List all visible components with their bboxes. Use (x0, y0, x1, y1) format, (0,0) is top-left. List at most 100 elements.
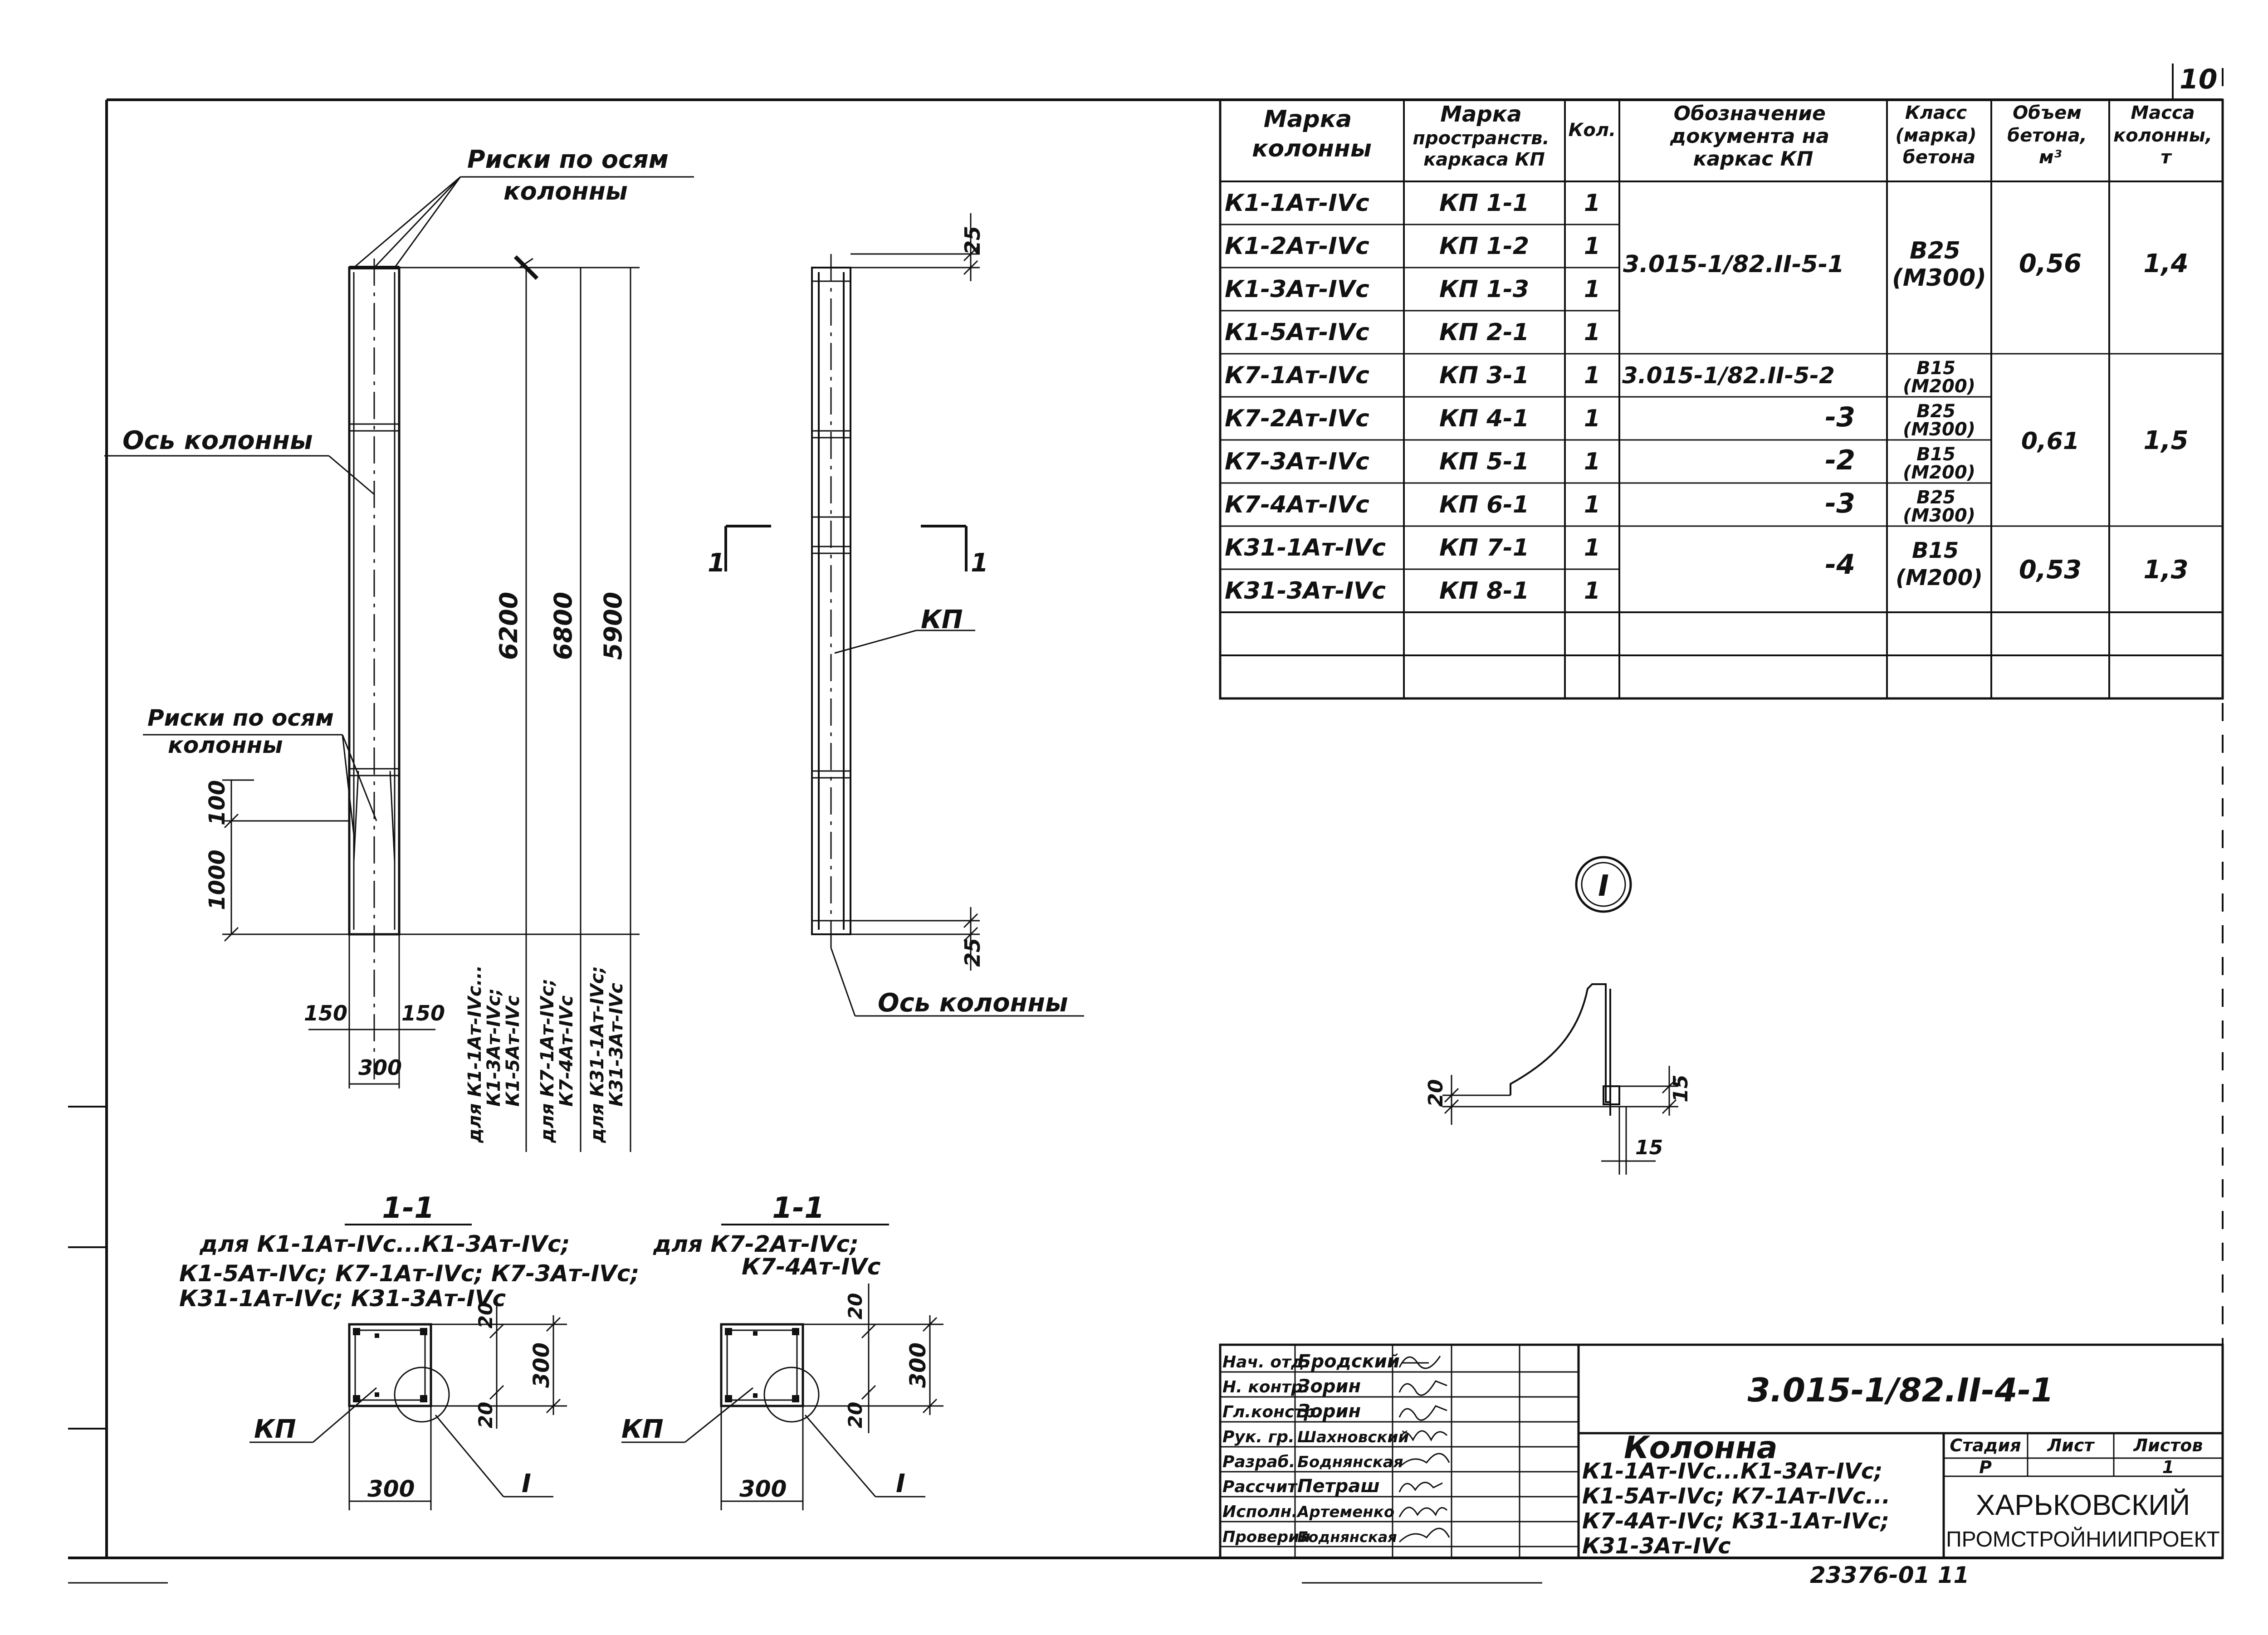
row-frame: КП 8-1 (1439, 577, 1529, 605)
row-mark: К7-4Ат-IVс (1225, 491, 1369, 518)
header-col-doc: Обозначение документа на каркас КП (1670, 102, 1836, 171)
row-qty: 1 (1584, 362, 1600, 389)
header-col-qty: Кол. (1569, 120, 1616, 141)
tb-sheet-label: Лист (2047, 1435, 2095, 1455)
tb-role: Рук. гр. (1222, 1428, 1295, 1446)
tb-org-line2: ПРОМСТРОЙНИИПРОЕКТ (1946, 1527, 2220, 1552)
node-I: I 20 15 15 (1424, 856, 1692, 1175)
row-qty: 1 (1584, 405, 1600, 432)
class-group1: В25 (М300) (1892, 237, 1986, 292)
tb-name: Шахновский (1297, 1428, 1409, 1446)
row-mark: К31-1Ат-IVс (1225, 534, 1386, 561)
header-col-class: Класс (марка) бетона (1896, 102, 1983, 168)
section-left-kp: КП (254, 1415, 296, 1444)
cut-mark-right: 1 (971, 548, 988, 578)
row-frame: КП 1-1 (1439, 190, 1529, 217)
label-marks-top: Риски по осям колонны (467, 145, 677, 205)
frame-kp-elevation: 1 1 КП Ось колонны 25 25 (708, 213, 1084, 1018)
label-kp: КП (921, 605, 963, 634)
doc-row6: -3 (1825, 401, 1855, 433)
node-dim-20: 20 (1424, 1079, 1447, 1107)
doc-row5: 3.015-1/82.II-5-2 (1622, 362, 1835, 389)
tb-name: Артеменко (1296, 1503, 1394, 1521)
tb-name: Петраш (1297, 1476, 1380, 1497)
class-row8: В25 (М300) (1903, 487, 1975, 526)
section-left-node: I (522, 1469, 531, 1498)
section-right-for: для К7-2Ат-IVс; К7-4Ат-IVс (653, 1231, 881, 1280)
class-row6: В25 (М300) (1903, 401, 1975, 440)
row-mark: К7-2Ат-IVс (1225, 405, 1369, 432)
row-qty: 1 (1584, 319, 1600, 346)
for-column-group2: для К7-1Ат-IVс; К7-4Ат-IVс (537, 972, 577, 1143)
for-column-group1: для К1-1Ат-IVс... К1-3Ат-IVс; К1-5Ат-IVс (464, 959, 523, 1143)
node-dim-15a: 15 (1669, 1074, 1692, 1102)
tb-sheets-value: 1 (2162, 1457, 2174, 1477)
row-qty: 1 (1584, 190, 1600, 217)
dim-150-left: 150 (304, 1001, 347, 1025)
label-column-axis: Ось колонны (122, 426, 313, 455)
doc-group4: -4 (1825, 549, 1855, 581)
doc-group1: 3.015-1/82.II-5-1 (1623, 251, 1844, 278)
section-left-width: 300 (367, 1476, 415, 1502)
row-mark: К7-3Ат-IVс (1225, 448, 1369, 475)
row-qty: 1 (1584, 491, 1600, 518)
tb-role: Рассчит. (1222, 1478, 1303, 1496)
tb-role: Разраб. (1222, 1453, 1295, 1471)
dim-100: 100 (205, 780, 230, 825)
mass-group1: 1,4 (2143, 249, 2188, 278)
section-right-dim20-bottom: 20 (844, 1402, 866, 1428)
class-row5: В15 (М200) (1903, 358, 1975, 397)
tb-org-line1: ХАРЬКОВСКИЙ (1976, 1488, 2190, 1521)
row-frame: КП 1-3 (1439, 276, 1529, 303)
header-col-volume: Объем бетона, м³ (2007, 102, 2093, 168)
section-left-title: 1-1 (382, 1191, 435, 1225)
title-block: Нач. отд. Н. контр. Гл.констр. Рук. гр. … (1219, 1343, 2224, 1559)
dim-height-6800: 6800 (549, 592, 577, 660)
tb-stage-label: Стадия (1950, 1435, 2021, 1455)
column-elevation: Риски по осям колонны Ось колонны Риски … (104, 145, 694, 1152)
class-row7: В15 (М200) (1903, 444, 1975, 483)
row-mark: К7-1Ат-IVс (1225, 362, 1369, 389)
dim-25-top: 25 (960, 226, 985, 255)
section-left-for: для К1-1Ат-IVс...К1-3Ат-IVс; К1-5Ат-IVс;… (179, 1231, 647, 1312)
cut-mark-left: 1 (708, 548, 725, 578)
tb-sheets-label: Листов (2133, 1435, 2203, 1455)
mass-group3: 1,3 (2143, 555, 2188, 585)
row-qty: 1 (1584, 534, 1600, 561)
mass-group2: 1,5 (2143, 426, 2188, 455)
tb-role: Исполн. (1222, 1503, 1298, 1521)
row-frame: КП 6-1 (1439, 491, 1529, 518)
for-column-group3: для К31-1Ат-IVс; К31-3Ат-IVс (587, 960, 627, 1143)
row-qty: 1 (1584, 448, 1600, 475)
section-right-title: 1-1 (772, 1191, 825, 1225)
row-frame: КП 3-1 (1439, 362, 1529, 389)
tb-role: Н. контр. (1222, 1378, 1309, 1396)
tb-name: Зорин (1297, 1376, 1361, 1397)
tb-name: Боднянская (1297, 1453, 1403, 1471)
tb-stage-value: Р (1979, 1457, 1992, 1477)
tb-product-marks: К1-1Ат-IVс...К1-3Ат-IVс; К1-5Ат-IVс; К7-… (1582, 1459, 1898, 1559)
row-qty: 1 (1584, 276, 1600, 303)
tb-doc-code: 3.015-1/82.II-4-1 (1747, 1371, 2053, 1409)
node-dim-15b: 15 (1635, 1136, 1663, 1159)
node-marker: I (1598, 869, 1609, 903)
section-left: 1-1 для К1-1Ат-IVс...К1-3Ат-IVс; К1-5Ат-… (179, 1191, 647, 1510)
section-right-height: 300 (905, 1342, 931, 1388)
class-group4: В15 (М200) (1896, 538, 1983, 591)
header-col-mass: Масса колонны, т (2113, 102, 2219, 168)
dim-25-bottom: 25 (960, 938, 985, 967)
tb-role: Нач. отд. (1222, 1353, 1310, 1371)
dim-height-5900: 5900 (599, 592, 627, 660)
header-col-mark: Марка колонны (1252, 106, 1372, 162)
tb-product-name: Колонна (1624, 1430, 1778, 1466)
row-qty: 1 (1584, 233, 1600, 260)
dim-300: 300 (358, 1055, 402, 1080)
tb-name: Зорин (1297, 1401, 1361, 1422)
row-frame: КП 2-1 (1439, 319, 1529, 346)
volume-group1: 0,56 (2019, 249, 2082, 278)
row-frame: КП 4-1 (1439, 405, 1529, 432)
volume-group2: 0,61 (2021, 428, 2079, 455)
section-right-node: I (896, 1469, 905, 1498)
signatures (1398, 1356, 1450, 1543)
